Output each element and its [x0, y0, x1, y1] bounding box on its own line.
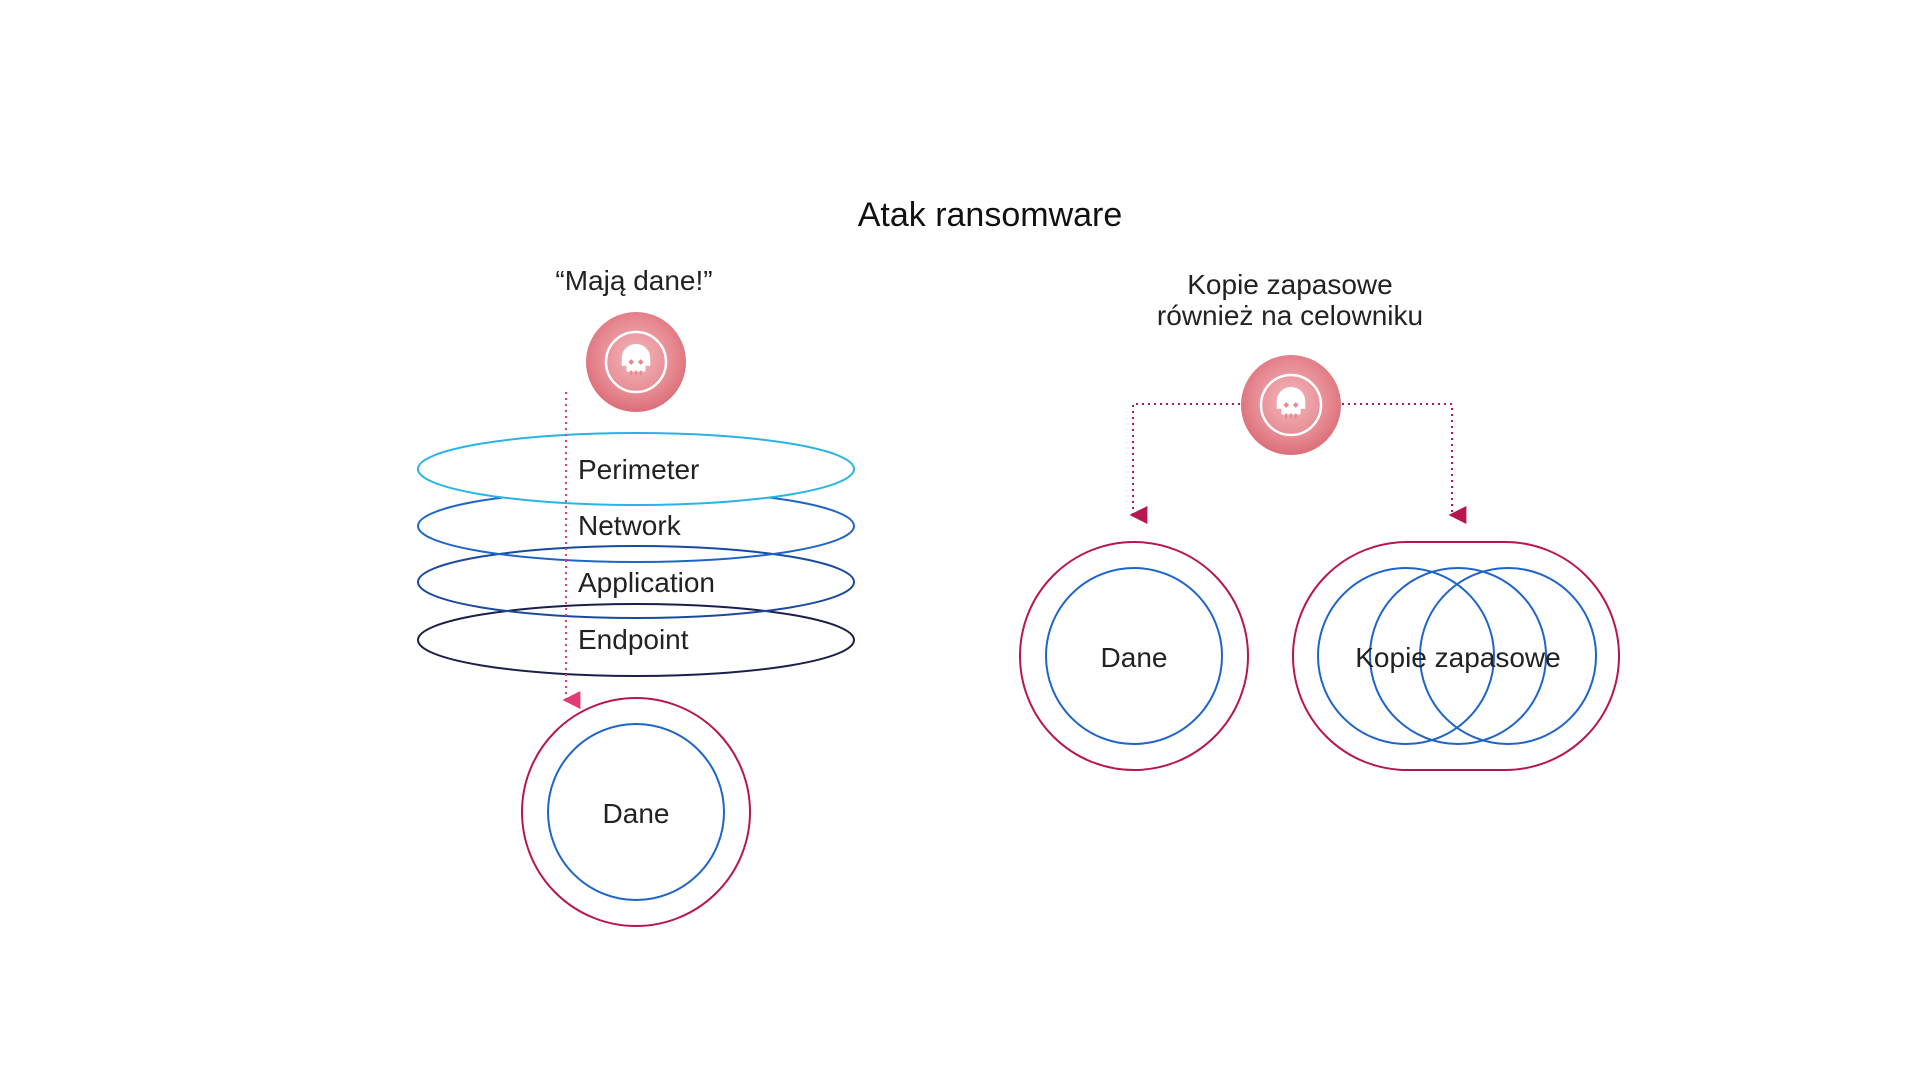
backup-copy-ring-1: [1317, 567, 1495, 745]
backups-label: Kopie zapasowe: [1355, 642, 1560, 673]
diagram-title: Atak ransomware: [858, 196, 1123, 234]
right-caption-line2: również na celowniku: [1157, 300, 1423, 331]
right-data-inner-ring: [1045, 567, 1223, 745]
layer-perimeter-ring: [417, 432, 855, 506]
left-data-label: Dane: [603, 798, 670, 829]
layer-application-ring: [417, 545, 855, 619]
right-attack-arrow-to-backups: [1342, 403, 1467, 524]
backups-outer-capsule: [1292, 541, 1620, 771]
left-data-outer-ring: [521, 697, 751, 927]
right-attack-arrow-to-data: [1129, 403, 1240, 524]
layer-label-perimeter: Perimeter: [578, 454, 699, 485]
left-threat-badge: [586, 312, 686, 412]
layer-endpoint-ring: [417, 603, 855, 677]
right-data-label: Dane: [1101, 642, 1168, 673]
right-caption-line1: Kopie zapasowe: [1187, 269, 1392, 300]
right-data-outer-ring: [1019, 541, 1249, 771]
right-panel: Kopie zapasowe również na celowniku Dane…: [1019, 269, 1620, 771]
layer-label-application: Application: [578, 567, 715, 598]
left-data-inner-ring: [547, 723, 725, 901]
left-panel: “Mają dane!” Perimeter Network Applicati…: [417, 265, 855, 927]
backup-copy-ring-3: [1419, 567, 1597, 745]
layer-label-endpoint: Endpoint: [578, 624, 689, 655]
left-caption: “Mają dane!”: [555, 265, 712, 296]
layer-label-network: Network: [578, 510, 682, 541]
backup-copy-ring-2: [1369, 567, 1547, 745]
right-threat-badge: [1241, 355, 1341, 455]
